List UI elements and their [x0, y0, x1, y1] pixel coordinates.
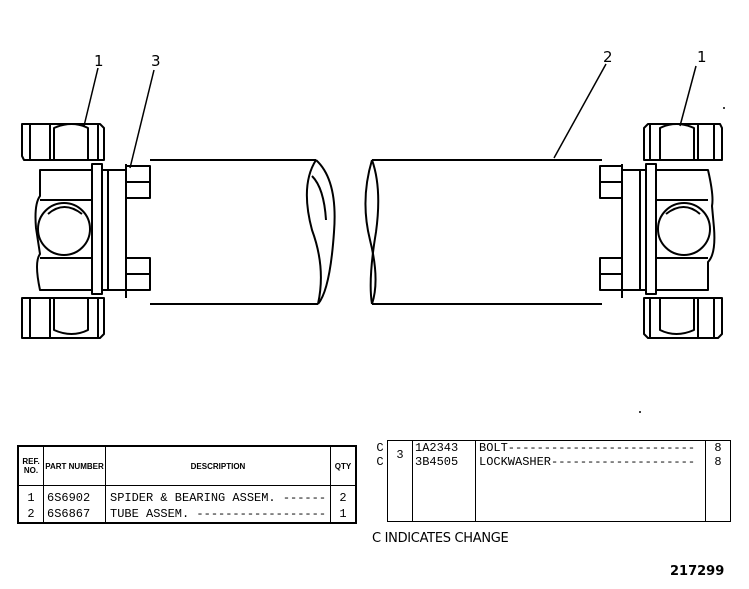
tube-segment-left [150, 159, 336, 305]
tube-segment-right [364, 159, 602, 305]
callout-3: 3 [151, 52, 161, 70]
table-row: C 3 1A2343 BOLT-------------------------… [373, 440, 731, 469]
right-spider-bearing [621, 123, 723, 339]
table-header-row: REF. NO. PART NUMBER DESCRIPTION QTY [17, 445, 357, 486]
cell-part-number: 6S6902 [43, 485, 106, 506]
callout-1-left: 1 [94, 52, 104, 70]
right-bolts-3 [599, 165, 623, 291]
callout-1-right: 1 [697, 48, 707, 66]
table-filler-row [373, 469, 731, 522]
cell-change-mark: C [376, 455, 384, 469]
header-part-number: PART NUMBER [43, 445, 106, 486]
header-description: DESCRIPTION [105, 445, 331, 486]
driveshaft-illustration [21, 63, 725, 413]
table-row: 1 6S6902 SPIDER & BEARING ASSEM. ------ … [17, 485, 357, 506]
cell-ref: 3 [387, 440, 413, 469]
header-ref-no: REF. NO. [17, 445, 44, 486]
parts-table-left: REF. NO. PART NUMBER DESCRIPTION QTY 1 6… [17, 445, 357, 524]
leader-lines [83, 63, 697, 169]
cell-description: TUBE ASSEM. ------------------ [105, 506, 331, 523]
callout-2: 2 [603, 48, 613, 66]
drawing-number: 217299 [670, 564, 725, 579]
cell-ref: 1 [17, 485, 44, 506]
cell-description: SPIDER & BEARING ASSEM. ------ [105, 485, 331, 506]
change-legend: C INDICATES CHANGE [372, 531, 509, 546]
cell-ref: 2 [17, 506, 44, 523]
header-qty: QTY [330, 445, 357, 486]
cell-qty: 8 [705, 440, 731, 455]
left-bolts-3 [125, 165, 151, 291]
cell-qty: 8 [705, 455, 731, 469]
left-spider-bearing [21, 123, 127, 339]
table-row: C 3B4505 LOCKWASHER-------------------- … [373, 455, 731, 469]
cell-description: BOLT-------------------------- [475, 440, 706, 455]
table-row: 2 6S6867 TUBE ASSEM. ------------------ … [17, 506, 357, 523]
cell-change-mark: C [376, 440, 384, 455]
cell-qty: 1 [330, 506, 357, 523]
cell-part-number: 6S6867 [43, 506, 106, 523]
cell-description: LOCKWASHER-------------------- [475, 455, 706, 469]
cell-qty: 2 [330, 485, 357, 506]
cell-part-number: 3B4505 [412, 455, 476, 469]
parts-table-right: C 3 1A2343 BOLT-------------------------… [373, 440, 731, 522]
cell-part-number: 1A2343 [412, 440, 476, 455]
